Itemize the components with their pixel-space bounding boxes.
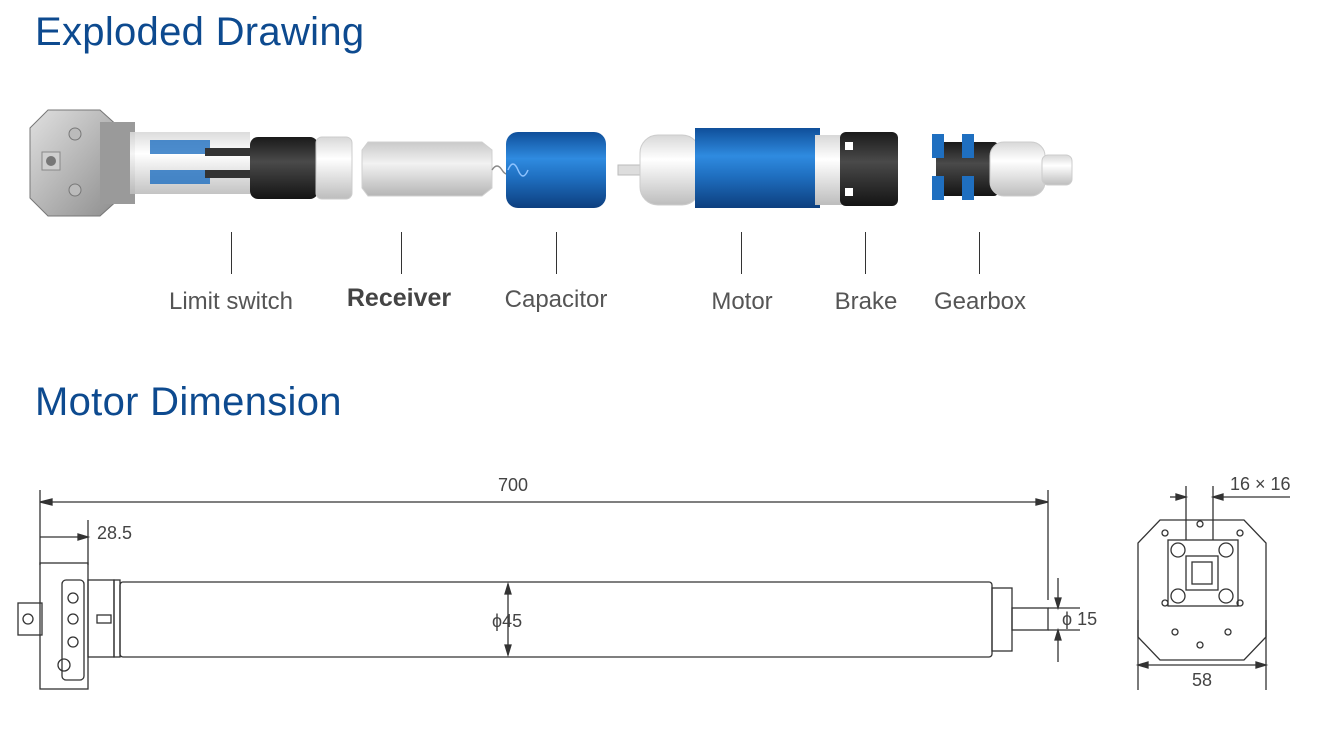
capacitor-part	[506, 132, 606, 208]
dim-length-700: 700	[498, 475, 529, 495]
dim-width-58: 58	[1192, 670, 1213, 690]
receiver-part	[361, 141, 513, 197]
leader-capacitor	[556, 232, 557, 274]
part-label-gearbox: Gearbox	[933, 288, 1027, 315]
brake-part	[840, 132, 898, 206]
dim-head-28-5: 28.5	[97, 523, 133, 543]
limit-switch-part	[130, 132, 353, 200]
part-label-capacitor: Capacitor	[504, 286, 608, 313]
leader-receiver	[401, 232, 402, 274]
motor-side-view	[17, 490, 1080, 690]
motor-head-part	[29, 109, 135, 217]
dim-square-16x16: 16 × 16	[1230, 474, 1291, 494]
exploded-drawing-title: Exploded Drawing	[35, 10, 365, 54]
motor-dimension-title: Motor Dimension	[35, 380, 342, 424]
leader-brake	[865, 232, 866, 274]
part-label-brake: Brake	[834, 288, 898, 315]
motor-part	[617, 128, 855, 208]
gearbox-part	[932, 134, 1073, 200]
part-label-motor: Motor	[711, 288, 773, 315]
leader-motor	[741, 232, 742, 274]
part-label-limit-switch: Limit switch	[168, 288, 294, 315]
dim-tube-diameter: ϕ45	[492, 611, 523, 631]
dim-shaft-diameter: ϕ 15	[1062, 609, 1098, 629]
leader-limit-switch	[231, 232, 232, 274]
motor-end-view	[1135, 486, 1290, 690]
leader-gearbox	[979, 232, 980, 274]
part-label-receiver: Receiver	[346, 284, 452, 312]
